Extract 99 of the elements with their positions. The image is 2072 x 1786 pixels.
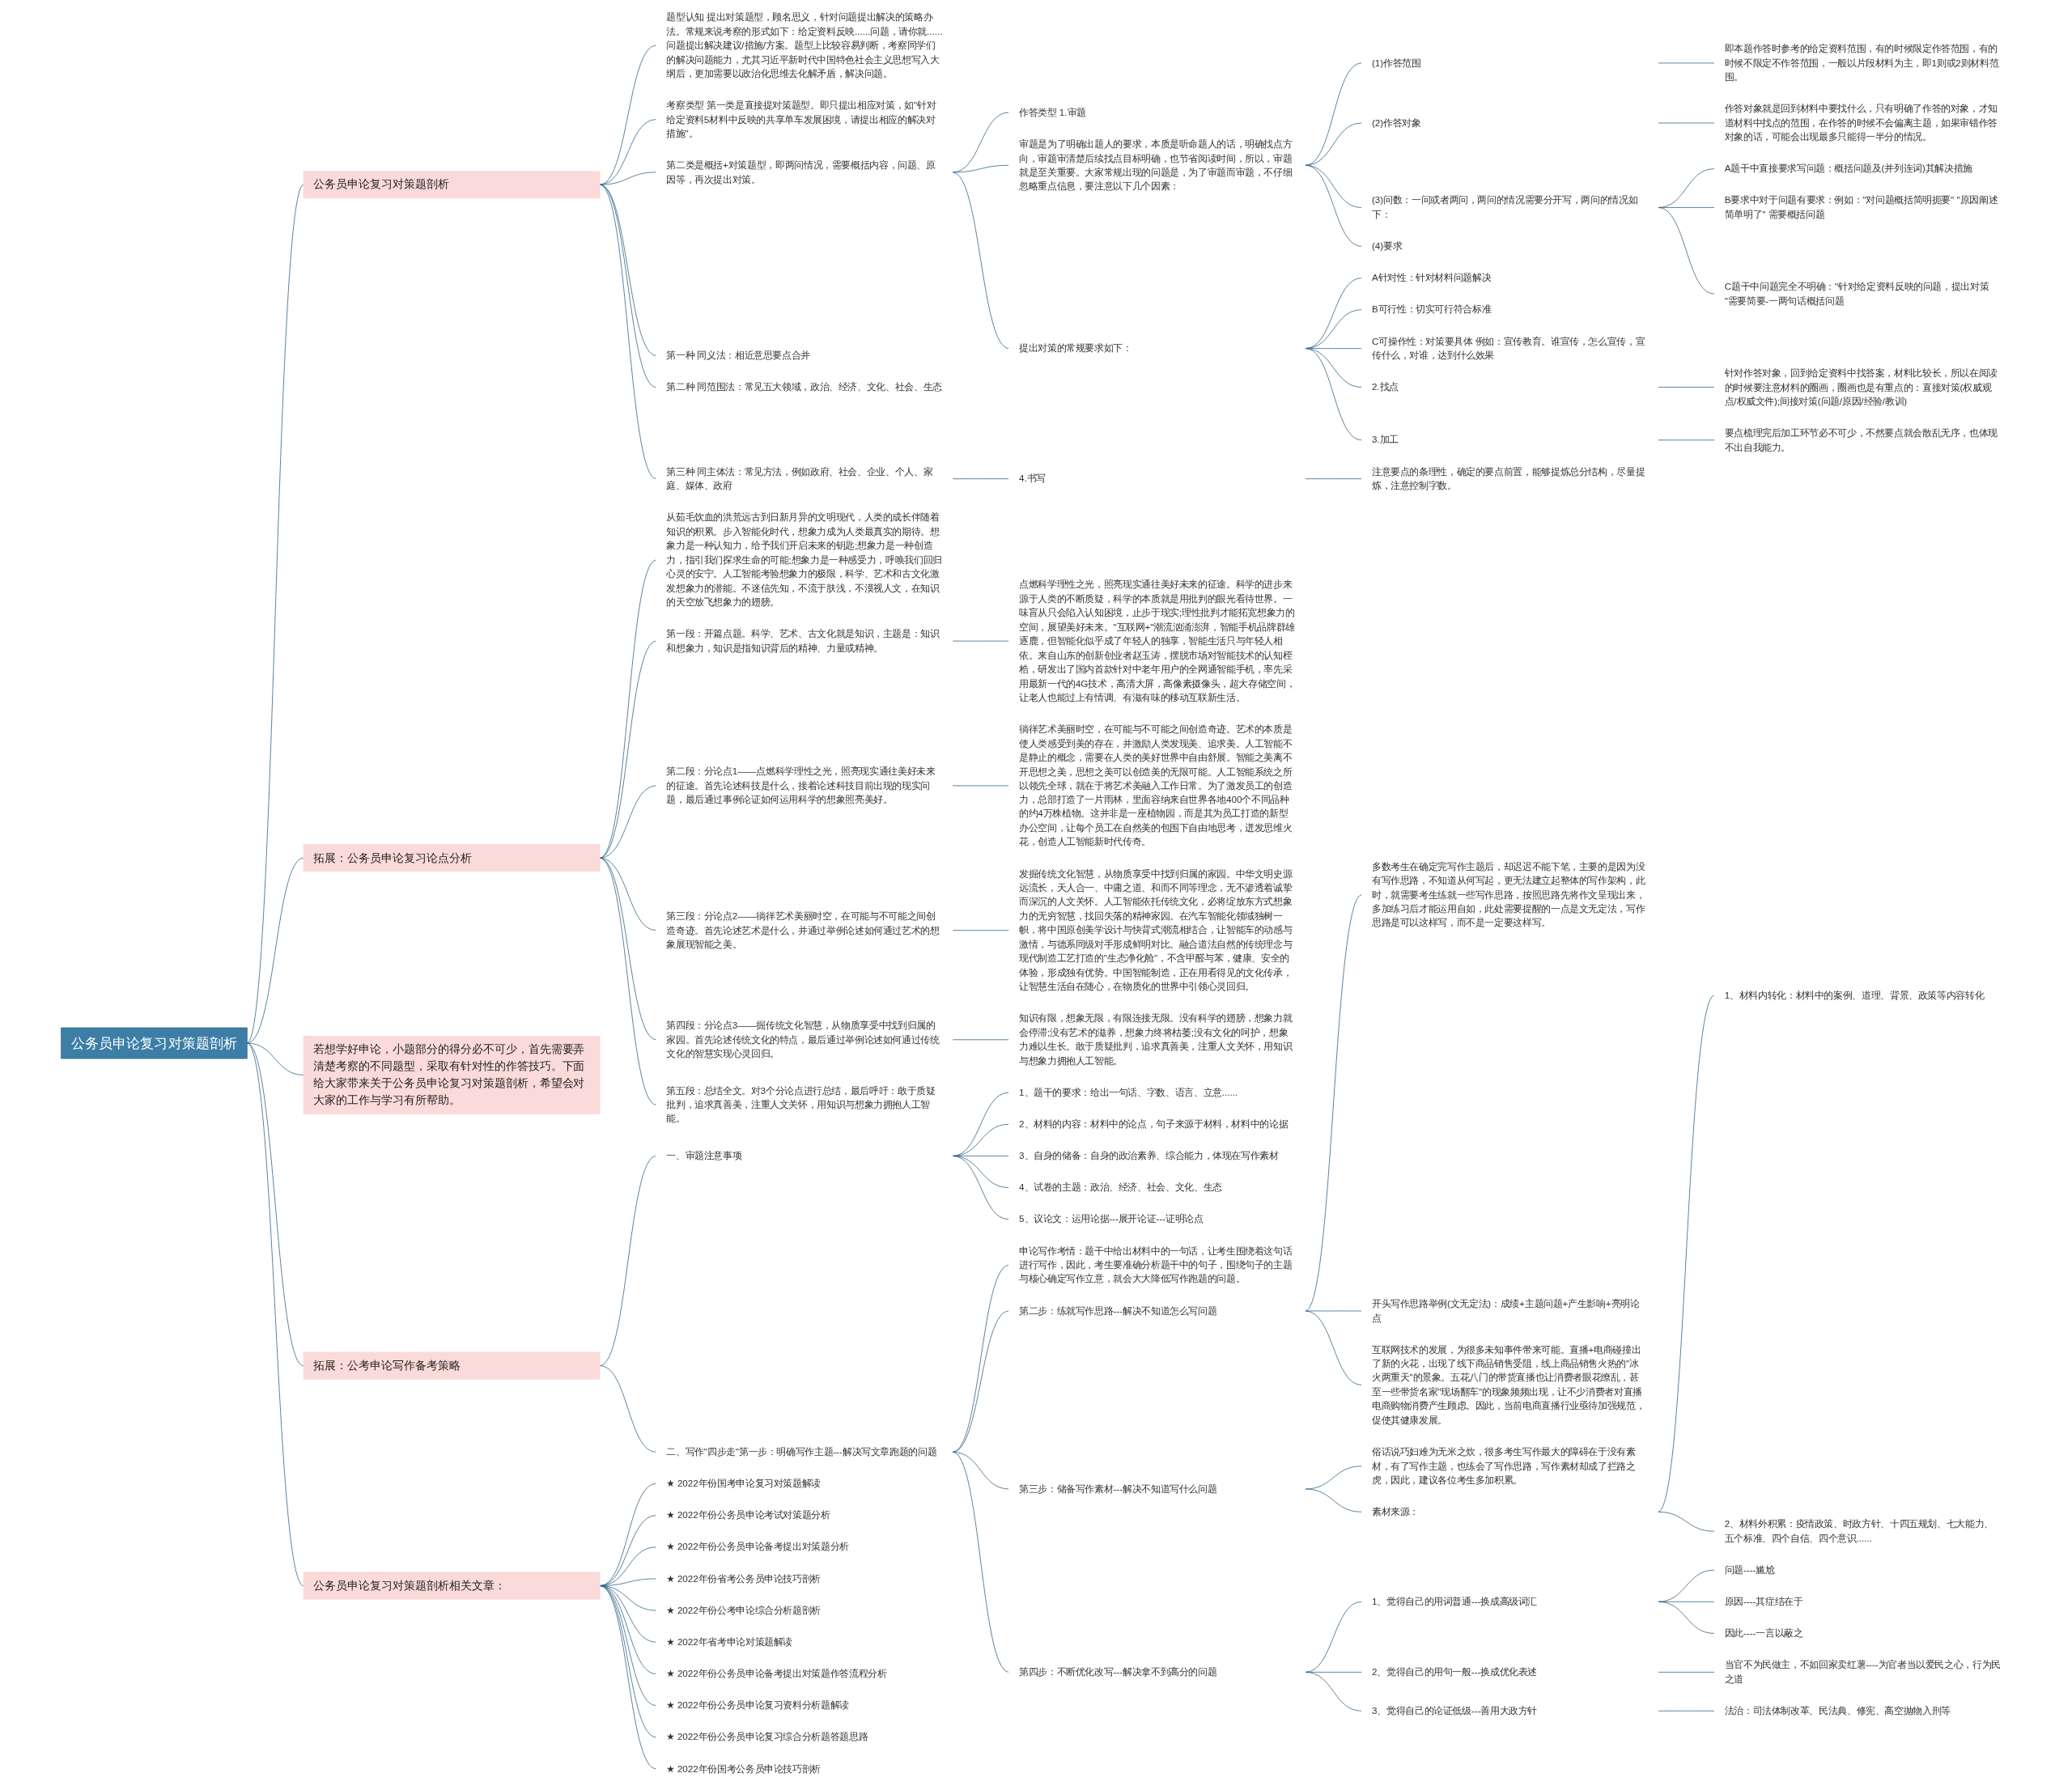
node-text: 第五段：总结全文。对3个分论点进行总结，最后呼吁：敢于质疑批判，追求真善美，注重人文关怀，用知识与想象力拥抱人工智能。 xyxy=(666,1084,936,1124)
node-text: 第二步：练就写作思路---解决不知道怎么写问题 xyxy=(1019,1305,1217,1316)
connector xyxy=(952,1156,1010,1220)
node-text: 二、写作"四步走"第一步：明确写作主题---解决写文章跑题的问题 xyxy=(666,1446,937,1457)
node-text: 2.找点 xyxy=(1371,381,1399,392)
node-text: 当官不为民做主，不如回家卖红薯----为官者当以爱民之心，行为民之道 xyxy=(1724,1659,2001,1685)
node-text: 第二段：分论点1——点燃科学理性之光，照亮现实通往美好未来的征途。首先论述科技是什么，接着论述科技目前出现的现实问题，最后通过事例论证如何运用科学的想象照亮美好。 xyxy=(666,766,936,805)
connector xyxy=(599,857,657,1105)
connector xyxy=(599,172,657,185)
connector xyxy=(952,1264,1010,1453)
node-text: ★ 2022年份国考申论复习对策题解读 xyxy=(666,1478,821,1489)
node-text: ★ 2022年份国考公务员申论技巧剖析 xyxy=(666,1763,821,1774)
node-text: 一、审题注意事项 xyxy=(666,1150,742,1161)
node-text: B要求中对于问题有要求：例如："对问题概括简明扼要" "原因阐述简单明了" 需要概括问题 xyxy=(1724,194,1998,220)
node-text: 针对作答对象，回到给定资料中找答案，材料比较长，所以在阅读的时候要注意材料的圈画，圈画也是有重点的：直接对策(权威观点/权威文件);间接对策(问题/原因/经验/教训) xyxy=(1724,367,1998,406)
node-text: 4、试卷的主题：政治、经济、社会、文化、生态 xyxy=(1019,1181,1222,1193)
connector xyxy=(1305,278,1362,349)
connector xyxy=(1305,478,1362,480)
node-text: 审题是为了明确出题人的要求，本质是听命题人的话，明确找点方向，审题审清楚后续找点目标明确，也节省阅读时间，所以，审题就是至关重要。大家常规出现的问题是，为了审题而审题，不仔细忽略重点信息，要注意以下几个因素： xyxy=(1019,138,1293,192)
connector xyxy=(952,1451,1010,1673)
connector xyxy=(1658,1601,1715,1634)
node-text: A针对性：针对材料问题解决 xyxy=(1371,272,1492,283)
connector xyxy=(952,1310,1010,1453)
node-text: 法治：司法体制改革、民法典、修宪、高空抛物入刑等 xyxy=(1724,1705,1951,1716)
node-text: (4)要求 xyxy=(1371,240,1403,252)
node-text: 从茹毛饮血的洪荒远古到日新月异的文明现代，人类的成长伴随着知识的积累。步入智能化时代，想象力成为人类最真实的期待。想象力是一种认知力，给予我们开启未来的钥匙;想象力是一种创造力，指引我们探求生命的可能;想象力是一种感受力，呼唤我们回归心灵的安宁。人工智能考验想象力的极限，科学、艺术和古文化激发想象力的潜能。不迷信先知，不流于肤浅，不漠视人文，在知识的天空放飞想象力的翅膀。 xyxy=(666,511,942,608)
node-text: 注意要点的条理性，确定的要点前置，能够提炼总分结构，尽量提炼，注意控制字数。 xyxy=(1371,465,1645,491)
node-text: 开头写作思路举例(文无定法)：成绩+主题问题+产生影响+亮明论点 xyxy=(1371,1298,1640,1323)
connector xyxy=(599,119,657,185)
node-text: 第三种 同主体法：常见方法，例如政府、社会、企业、个人、家庭、媒体、政府 xyxy=(666,465,933,491)
connector xyxy=(952,1092,1010,1156)
node-box xyxy=(303,171,601,199)
node-text: 俗话说巧妇难为无米之炊，很多考生写作最大的障碍在于没有素材，有了写作主题，也练会了写作思路，写作素材却成了拦路之虎，因此，建议各位考生多加积累。 xyxy=(1371,1446,1636,1486)
node-text: ★ 2022年份公务员申论考试对策题分析 xyxy=(666,1509,830,1521)
node-text: 第四步：不断优化改写---解决拿不到高分的问题 xyxy=(1019,1666,1217,1678)
node-text: 作答对象就是回到材料中要找什么，只有明确了作答的对象，才知道材料中找点的范围，在作答的时候不会偏离主题，如果审错作答对象的话，可能会出现最多只能得一半分的情况。 xyxy=(1724,103,1998,142)
node-box xyxy=(303,1572,601,1600)
connector xyxy=(599,45,657,185)
node-text: 2、材料外积累：疫情政策、时政方针、十四五规划、七大能力、五个标准、四个自信、四个意识...... xyxy=(1724,1518,1993,1543)
connector xyxy=(1658,387,1715,388)
node-text: 第二种 同范围法：常见五大领域，政治、经济、文化、社会、生态 xyxy=(666,381,942,392)
node-box xyxy=(61,1027,248,1059)
node-text: C可操作性：对策要具体 例如：宣传教育。谁宣传，怎么宣传，宣传什么，对谁，达到什么效果 xyxy=(1371,335,1645,361)
node-text: 5、议论文：运用论据---展开论证---证明论点 xyxy=(1019,1213,1204,1224)
connector xyxy=(952,478,1010,480)
node-text: 3、觉得自己的论证低级---善用大政方针 xyxy=(1371,1705,1538,1716)
node-text: (2)作答对象 xyxy=(1371,117,1421,128)
node-text: 2、觉得自己的用句一般---换成优化表述 xyxy=(1371,1666,1538,1678)
node-text: 题型认知 提出对策题型，顾名思义，针对问题提出解决的策略办法。常规来说考察的形式如下：给定资料反映......问题，请你就......问题提出解决建议/措施/方案。题型上比较容易判断，考察同学们的解决问题能力，尤其习近平新时代中国特色社会主义思想写入大纲后，更加需要以政治化思维去化解矛盾，解决问题。 xyxy=(666,11,943,78)
connector xyxy=(246,1042,304,1367)
node-text: 多数考生在确定完写作主题后，却迟迟不能下笔，主要的是因为没有写作思路，不知道从何写起，更无法建立起整体的写作架构，此时，就需要考生练就一些写作思路，按照思路先将作文呈现出来，多加练习后才能运用自如，此处需要提醒的一点是文无定法，写作思路是可以这样写，而不是一定要这样写。 xyxy=(1371,860,1645,928)
node-text: ★ 2022年份公务员申论备考提出对策题分析 xyxy=(666,1541,849,1552)
connector xyxy=(599,1156,657,1367)
node-text: 申论写作考情：题干中给出材料中的一句话，让考生围绕着这句话进行写作，因此，考生要准确分析题干中的句子，围绕句子的主题与核心确定写作立意，就会大大降低写作跑题的问题。 xyxy=(1019,1245,1293,1284)
node-text: ★ 2022年省考申论对策题解读 xyxy=(666,1636,793,1648)
node-text: 第四段：分论点3——掘传统文化智慧，从物质享受中找到归属的家园。首先论述传统文化的特点，最后通过举例论述如何通过传统文化的智慧实现心灵回归。 xyxy=(666,1020,940,1059)
connector xyxy=(1305,894,1362,1312)
connector xyxy=(1658,995,1715,1512)
connector xyxy=(1305,1671,1362,1712)
node-text: 发掘传统文化智慧，从物质享受中找到归属的家园。中华文明史源远流长，天人合一、中庸之道、和而不同等理念，无不渗透着诚挚而深沉的人文关怀。人工智能依托传统文化，必将绽放东方式想象力的无穷智慧，找回失落的精神家园。在汽车智能化领域独树一帜，将中国原创美学设计与快背式潮流相结合，让智能车的动感与激情，与德系同级对手形成鲜明对比。融合道法自然的传统理念与现代制造工艺打造的"生态净化舱"，不含甲醛与苯，健康、安全的体验，形成独有优势。中国智能制造，正在用看得见的文化传承，让智慧生活自在随心，在物质化的世界中引领心灵回归。 xyxy=(1019,868,1293,992)
connector xyxy=(246,1042,304,1075)
connector xyxy=(1658,1569,1715,1602)
node-text: 点燃科学理性之光，照亮现实通往美好未来的征途。科学的进步来源于人类的不断质疑，科学的本质就是用批判的眼光看待世界。一味盲从只会陷入认知困境，止步于现实;理性批判才能拓宽想象力的空间，展望美好未来。"互联网+"潮流汹涌澎湃，智能手机品牌群雄逐鹿，但智能化似乎成了年轻人的独享，智能生活只与年轻人相依。来自山东的创新创业者赵玉涛，摆脱市场对智能技术的认知桎梏，研发出了国内首款针对中老年用户的全网通智能手机，率先采用最新一代的4G技术，高清大屏，高像素摄像头，超大存储空间，让老人也能过上有情调、有滋有味的移动互联新生活。 xyxy=(1019,579,1296,702)
connector xyxy=(1658,207,1715,295)
connector xyxy=(1305,1488,1362,1512)
node-text: 知识有限，想象无限，有限连接无限。没有科学的翅膀，想象力就会停滞;没有艺术的滋养，想象力终将枯萎;没有文化的呵护，想象力难以生长。敢于质疑批判，追求真善美，注重人文关怀，用知识与想象力拥抱人工智能。 xyxy=(1019,1012,1293,1066)
connector xyxy=(599,184,657,480)
node-text: 3.加工 xyxy=(1371,434,1399,445)
node-text: 第一段：开篇点题。科学、艺术、古文化就是知识，主题是：知识和想象力，知识是指知识背后的精神、力量或精神。 xyxy=(666,628,940,653)
connector xyxy=(952,164,1010,173)
connector xyxy=(952,930,1010,931)
node-text: 原因----其症结在于 xyxy=(1724,1596,1803,1607)
connector xyxy=(1305,122,1362,166)
node-text: 1、题干的要求：给出一句话、字数、语言、立意...... xyxy=(1019,1086,1238,1098)
connector xyxy=(952,112,1010,173)
connector xyxy=(599,640,657,859)
node-text: 要点梳理完后加工环节必不可少，不然要点就会散乱无序，也体现不出自我能力。 xyxy=(1724,426,1998,452)
node-text: ★ 2022年份公务员申论复习综合分析题答题思路 xyxy=(666,1731,868,1742)
connector xyxy=(246,184,304,1044)
connector xyxy=(599,1483,657,1586)
node-text: ★ 2022年份省考公务员申论技巧剖析 xyxy=(666,1572,821,1584)
node-text: B可行性：切实可行符合标准 xyxy=(1371,303,1492,315)
node-box xyxy=(303,1351,601,1380)
node-text: 问题----尴尬 xyxy=(1724,1563,1775,1576)
node-text: 2、材料的内容：材料中的论点，句子来源于材料，材料中的论据 xyxy=(1019,1118,1289,1130)
node-text: 作答类型 1.审题 xyxy=(1019,106,1086,117)
node-text: 1、材料内转化：材料中的案例、道理、背景、政策等内容转化 xyxy=(1724,989,1985,1001)
node-text: ★ 2022年份公考申论综合分析题剖析 xyxy=(666,1604,821,1616)
connector xyxy=(599,1365,657,1453)
connector xyxy=(599,785,657,859)
connector xyxy=(1305,1601,1362,1673)
node-text: 徜徉艺术美丽时空，在可能与不可能之间创造奇迹。艺术的本质是使人类感受到美的存在，并激励人类发现美、追求美。人工智能不是静止的概念，需要在人类的美好世界中自由舒展。智能之美离不开思想之美，思想之美可以创造美的无限可能。人工智能系统之所以领先全球，就在于将艺术美融入工作日常。为了激发员工的创造力，总部打造了一片雨林，里面容纳来自世界各地400个不同品种的约4万株植物。这并非是一座植物园，而是其为员工打造的新型办公空间，让每个员工在自然美的包围下自由地思考，迸发思维火花，创造人工智能新时代传奇。 xyxy=(1019,723,1293,847)
connector xyxy=(599,1515,657,1586)
connector xyxy=(1305,1310,1362,1385)
node-text: 因此----一言以蔽之 xyxy=(1724,1627,1803,1639)
connector xyxy=(1305,164,1362,247)
node-text: 第三段：分论点2——徜徉艺术美丽时空，在可能与不可能之间创造奇迹。首先论述艺术是什么，并通过举例论述如何通过艺术的想象展现智能之美。 xyxy=(666,910,940,950)
connector xyxy=(246,1042,304,1586)
node-text: 4.书写 xyxy=(1019,473,1047,484)
